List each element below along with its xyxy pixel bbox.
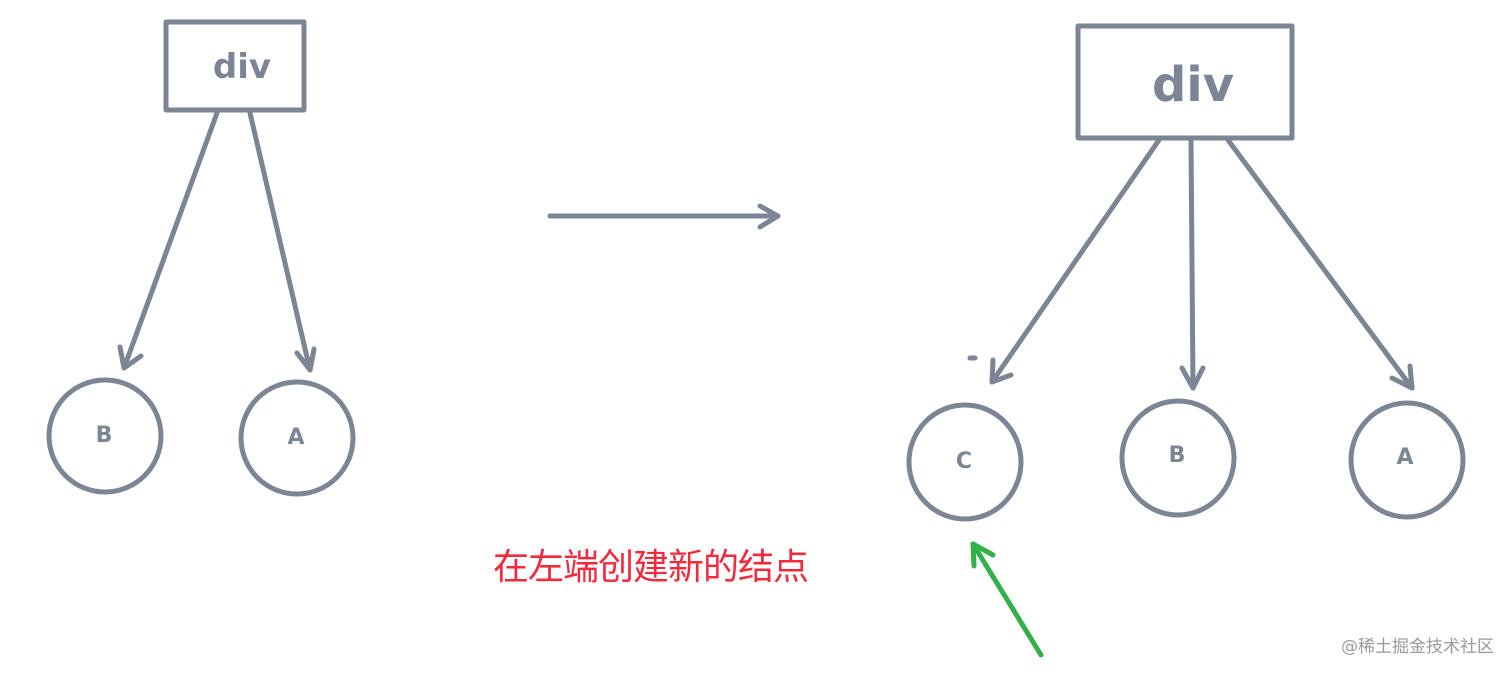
after-root-label: div (1152, 57, 1234, 113)
before-root-label: div (213, 47, 271, 87)
before-node-a (238, 379, 356, 497)
after-edge-to-b (1179, 137, 1206, 391)
after-node-a-label: A (1396, 445, 1413, 470)
after-node-a (1348, 400, 1466, 520)
after-node-c (906, 402, 1024, 522)
after-edge-to-a (1225, 137, 1415, 391)
after-node-c-label: C (956, 449, 972, 474)
after-edge-to-c (967, 137, 1162, 385)
before-edge-to-b (117, 110, 220, 371)
highlight-arrow-icon (970, 541, 1044, 658)
watermark: @稀土掘金技术社区 (1341, 637, 1494, 657)
before-node-b-label: B (96, 423, 113, 448)
before-edge-to-a (247, 110, 317, 373)
before-node-a-label: A (287, 425, 304, 450)
after-node-b (1119, 398, 1237, 518)
after-root-box (1075, 23, 1295, 141)
before-root-box (163, 19, 307, 113)
caption-text: 在左端创建新的结点 (493, 547, 809, 588)
after-node-b-label: B (1169, 443, 1186, 468)
transition-arrow-icon (547, 203, 781, 230)
before-node-b (46, 377, 164, 495)
